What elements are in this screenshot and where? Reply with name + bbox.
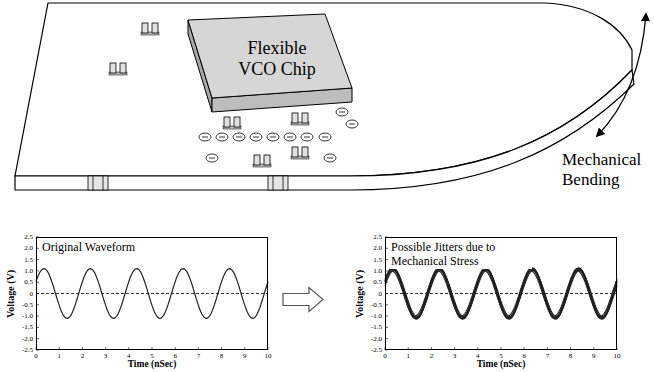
bond-pad	[319, 133, 331, 141]
y-tick-label: -1.0	[371, 313, 382, 320]
sine-waveform	[385, 270, 617, 317]
sine-waveform	[385, 271, 617, 316]
x-tick-label: 5	[150, 353, 154, 360]
y-tick-label: -1.0	[22, 313, 33, 320]
passive-component	[291, 147, 309, 159]
sine-waveform	[385, 268, 617, 320]
x-tick-label: 10	[614, 353, 621, 360]
axis-title: Time (nSec)	[477, 360, 526, 370]
bond-pad	[216, 133, 228, 141]
x-tick-label: 4	[127, 353, 131, 360]
bond-pad	[267, 133, 279, 141]
y-tick-label: -0.5	[22, 301, 33, 308]
axis-title: Voltage (V)	[355, 269, 365, 317]
sine-waveform	[385, 270, 617, 316]
y-tick-label: 2.5	[24, 234, 33, 241]
y-tick-label: -1.5	[22, 324, 33, 331]
passive-component	[109, 63, 127, 75]
sine-waveform	[385, 269, 617, 318]
zero-line	[385, 293, 617, 294]
y-tick-label: -1.5	[371, 324, 382, 331]
y-tick-label: -2.0	[22, 335, 33, 342]
x-tick-label: 2	[81, 353, 85, 360]
y-tick-label: -2.5	[22, 347, 33, 354]
passive-component	[141, 23, 159, 35]
y-tick-label: 0.5	[373, 279, 382, 286]
x-tick-label: 1	[57, 353, 61, 360]
x-tick-label: 0	[34, 353, 38, 360]
x-tick-label: 7	[197, 353, 201, 360]
x-tick-label: 8	[569, 353, 573, 360]
y-tick-label: 2.5	[373, 234, 382, 241]
hollow-arrow	[283, 288, 323, 312]
x-tick-label: 3	[104, 353, 108, 360]
sine-waveform	[385, 269, 617, 319]
bond-pad	[250, 133, 262, 141]
passive-component	[291, 113, 309, 125]
x-tick-label: 5	[499, 353, 503, 360]
bending-label: Mechanical Bending	[562, 150, 652, 189]
x-tick-label: 6	[173, 353, 177, 360]
zero-line	[36, 293, 268, 294]
bond-pad	[199, 133, 211, 141]
sine-waveform	[36, 269, 268, 319]
waveform-plot	[36, 237, 268, 350]
sine-waveform	[385, 268, 617, 319]
vco-chip	[188, 14, 352, 112]
bond-pad	[336, 108, 348, 116]
y-tick-label: 0.5	[24, 279, 33, 286]
y-tick-label: 1.0	[24, 267, 33, 274]
bending-arrow	[597, 14, 646, 136]
axis-title: Voltage (V)	[6, 269, 16, 317]
bond-pad	[206, 154, 218, 162]
x-tick-label: 4	[476, 353, 480, 360]
x-tick-label: 6	[522, 353, 526, 360]
chip-label-area: Flexible VCO Chip	[222, 30, 332, 88]
x-tick-label: 8	[220, 353, 224, 360]
y-tick-label: -2.5	[371, 347, 382, 354]
via	[88, 176, 288, 190]
bond-pad	[346, 120, 358, 128]
x-tick-label: 9	[592, 353, 596, 360]
bond-pad	[233, 133, 245, 141]
y-tick-label: 1.5	[373, 256, 382, 263]
passive-component	[223, 117, 241, 129]
x-tick-label: 7	[546, 353, 550, 360]
x-tick-label: 10	[265, 353, 272, 360]
waveform-plot	[385, 237, 617, 350]
y-tick-label: 0	[30, 290, 34, 297]
bond-pads	[199, 108, 358, 162]
passive-component	[253, 155, 271, 167]
y-tick-label: 2.0	[373, 245, 382, 252]
chip-label: Flexible VCO Chip	[227, 38, 327, 79]
y-tick-label: 2.0	[24, 245, 33, 252]
x-tick-label: 3	[453, 353, 457, 360]
y-tick-label: 1.0	[373, 267, 382, 274]
x-tick-label: 0	[383, 353, 387, 360]
y-tick-label: 0	[379, 290, 383, 297]
bond-pad	[324, 154, 336, 162]
plot-frame: Possible Jitters due to Mechanical Stres…	[385, 237, 617, 350]
bond-pad	[284, 133, 296, 141]
charts	[36, 237, 617, 350]
x-tick-label: 2	[430, 353, 434, 360]
y-tick-label: -0.5	[371, 301, 382, 308]
y-tick-label: 1.5	[24, 256, 33, 263]
plot-title: Possible Jitters due to Mechanical Stres…	[390, 241, 532, 269]
axis-title: Time (nSec)	[128, 360, 177, 370]
plot-frame: Original Waveform	[36, 237, 268, 350]
y-tick-label: -2.0	[371, 335, 382, 342]
bond-pad	[301, 133, 313, 141]
x-tick-label: 1	[406, 353, 410, 360]
x-tick-label: 9	[243, 353, 247, 360]
plot-title: Original Waveform	[41, 241, 136, 255]
